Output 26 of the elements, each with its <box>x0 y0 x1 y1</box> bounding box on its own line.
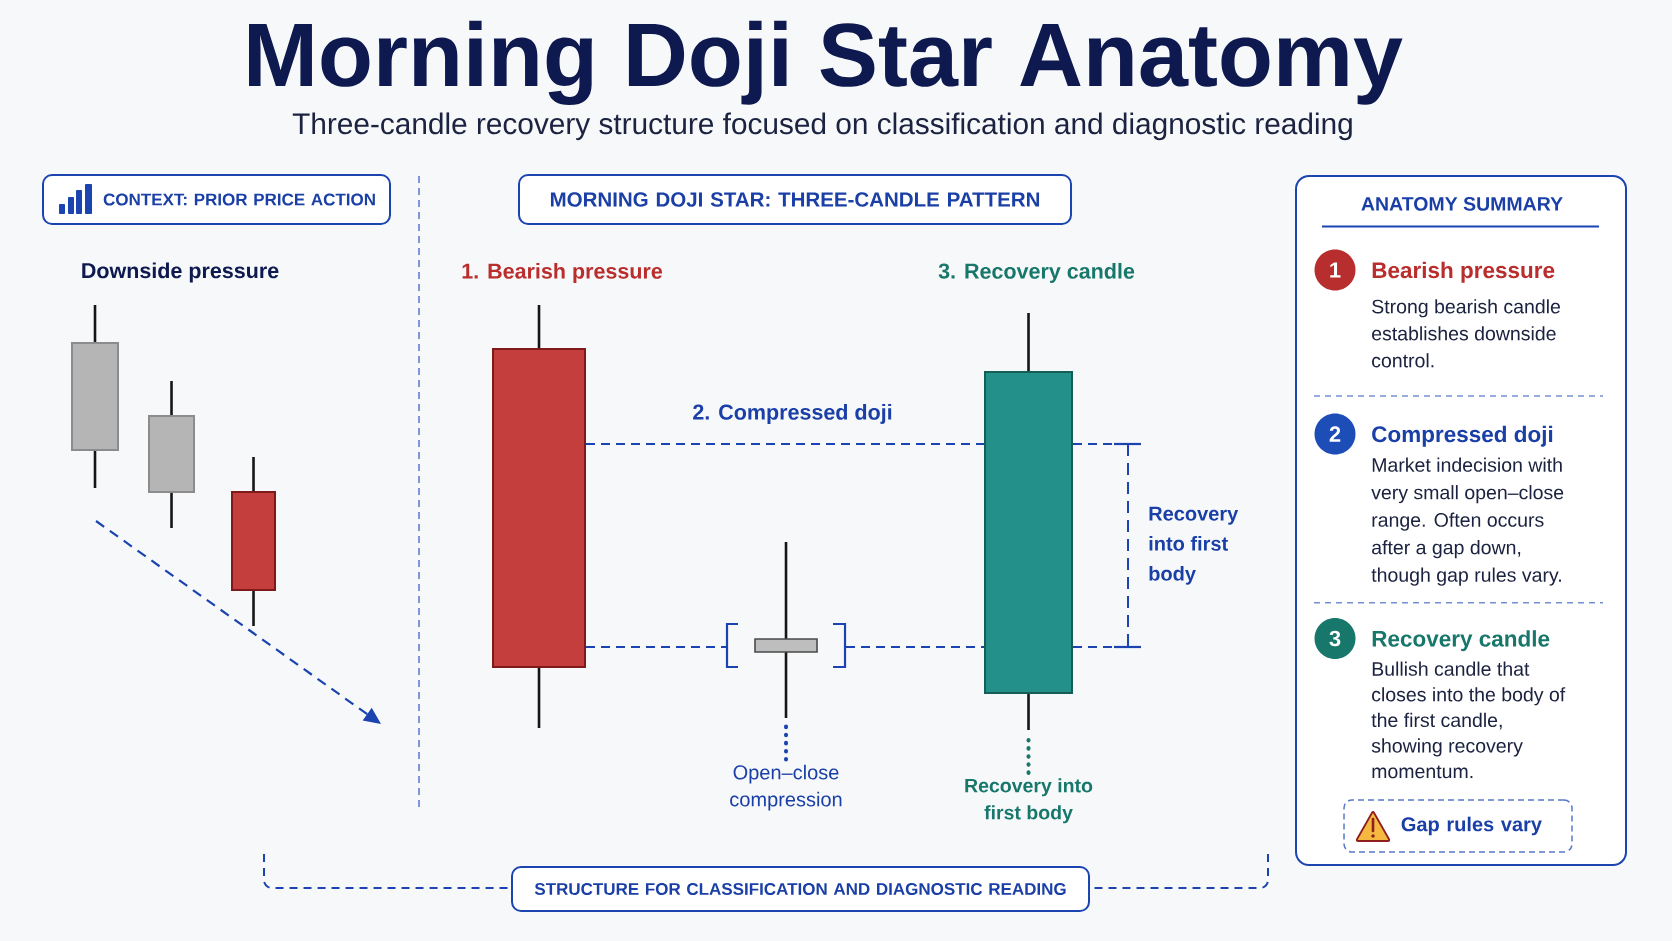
header-box: MORNING DOJI STAR: THREE-CANDLE PATTERN <box>518 174 1072 225</box>
candle-label: 1. Bearish pressure <box>462 262 663 283</box>
number-badge: 3 <box>1314 618 1356 659</box>
candle-label: 2. Compressed doji <box>693 403 892 424</box>
item-description: Bullish candle that closes into the body of the first candle, showing recovery momentum. <box>1371 661 1566 779</box>
item-heading: Recovery candle <box>1372 630 1550 652</box>
annotation-text: Open–close compression <box>730 764 842 811</box>
annotation-text: Recovery into first body <box>965 778 1093 824</box>
item-heading: Compressed doji <box>1372 425 1553 447</box>
candlestick <box>754 542 818 718</box>
footer-box: STRUCTURE FOR CLASSIFICATION AND DIAGNOSTIC READING <box>511 866 1090 912</box>
item-description: Market indecision with very small open–close range. Often occurs after a gap down, though gap rules vary. <box>1371 457 1564 586</box>
candlestick <box>984 313 1073 730</box>
note-box: Gap rules vary <box>1343 799 1573 853</box>
header-box: CONTEXT: PRIOR PRICE ACTION <box>42 174 391 225</box>
item-heading: Bearish pressure <box>1372 261 1555 283</box>
panel-heading: ANATOMY SUMMARY <box>1361 197 1563 211</box>
section-heading: Downside pressure <box>82 262 279 283</box>
leader-line <box>784 722 788 762</box>
subtitle: Three-candle recovery structure focused on classification and diagnostic reading <box>292 112 1352 141</box>
number-badge: 2 <box>1314 413 1356 455</box>
title: Morning Doji Star Anatomy <box>249 20 1403 106</box>
item-description: Strong bearish candle establishes downside control. <box>1372 299 1560 368</box>
dimension-label: Recovery into first body <box>1149 506 1239 585</box>
candle-label: 3. Recovery candle <box>938 262 1135 283</box>
number-badge: 1 <box>1314 249 1356 291</box>
